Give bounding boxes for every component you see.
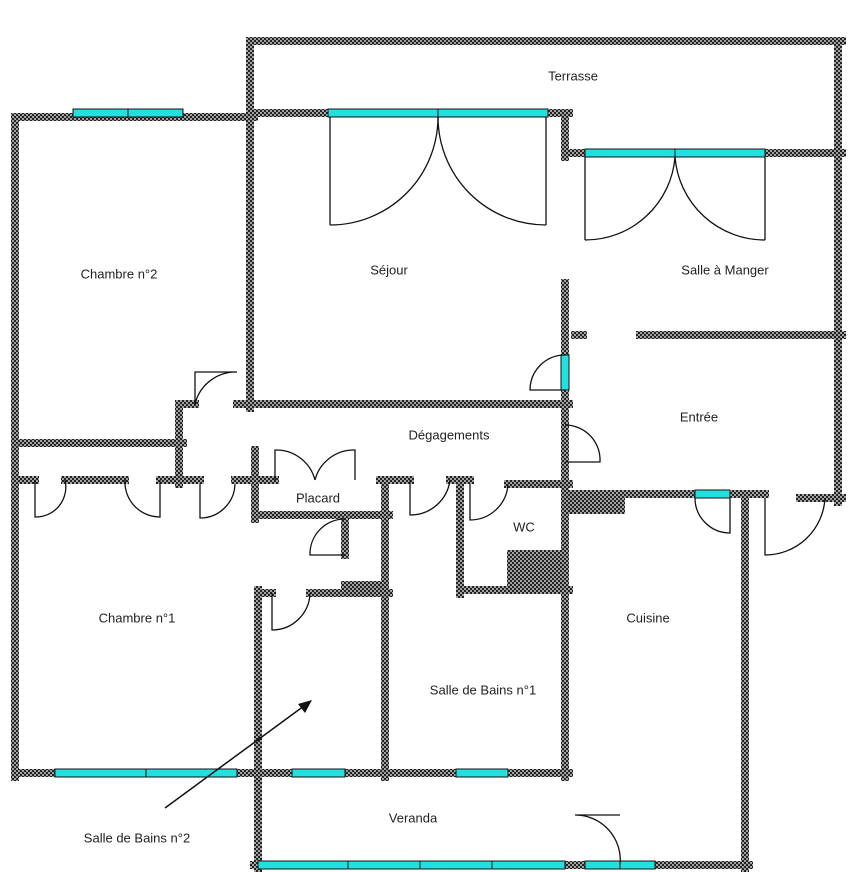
door-swing: [409, 479, 451, 516]
wall: [561, 331, 569, 504]
door-swing: [329, 116, 439, 226]
wall: [796, 494, 846, 502]
wall: [561, 109, 569, 161]
wall: [741, 490, 749, 872]
wall-block: [507, 550, 565, 590]
window: [437, 108, 549, 118]
door-swing: [694, 497, 731, 534]
door-swing: [314, 449, 356, 481]
door-swing: [584, 156, 676, 241]
window: [257, 860, 349, 870]
wall: [233, 400, 573, 408]
window: [491, 860, 566, 870]
wall: [571, 331, 587, 339]
window: [327, 108, 439, 118]
wall: [246, 37, 254, 412]
room-label-chambre-2: Chambre n°2: [80, 266, 158, 282]
pointer-arrow: [164, 700, 312, 809]
door-swing: [437, 116, 547, 226]
wall: [306, 589, 393, 597]
room-label-sejour: Séjour: [370, 262, 408, 278]
door-swing: [309, 518, 346, 556]
wall: [11, 439, 187, 447]
window: [127, 108, 184, 118]
room-label-cuisine: Cuisine: [626, 610, 670, 626]
wall: [561, 490, 769, 498]
window: [145, 768, 238, 778]
wall: [376, 476, 414, 484]
door-swing: [574, 814, 621, 866]
door-swing: [274, 449, 316, 481]
wall: [381, 476, 389, 781]
door-swing: [194, 371, 238, 519]
wall: [341, 515, 349, 559]
wall: [254, 586, 262, 872]
window: [291, 768, 346, 778]
window: [72, 108, 129, 118]
window: [584, 148, 676, 158]
room-label-placard: Placard: [295, 490, 341, 506]
wall: [175, 400, 199, 408]
door-swing: [271, 592, 311, 631]
wall: [561, 490, 569, 781]
window: [54, 768, 147, 778]
door-swing: [124, 479, 161, 518]
window: [694, 489, 731, 499]
wall: [251, 446, 259, 523]
wall: [561, 279, 569, 339]
wall: [251, 511, 393, 519]
wall: [341, 581, 389, 589]
window: [347, 860, 421, 870]
window: [560, 354, 570, 391]
wall-blocks: [507, 494, 625, 590]
wall: [61, 476, 129, 484]
room-label-salle-de-bains-1: Salle de Bains n°1: [429, 682, 537, 698]
window: [584, 860, 621, 870]
window: [674, 148, 766, 158]
wall: [246, 37, 846, 45]
door-swing: [529, 354, 566, 391]
room-label-salle-de-bains-2: Salle de Bains n°2: [83, 830, 191, 846]
room-label-salle-a-manger: Salle à Manger: [681, 262, 769, 278]
room-label-chambre-1: Chambre n°1: [98, 610, 176, 626]
wall: [834, 37, 842, 506]
door-swing: [564, 424, 601, 463]
room-label-wc: WC: [513, 519, 535, 535]
door-swing: [764, 497, 826, 556]
door-swing: [34, 479, 67, 518]
wall-block: [565, 494, 625, 514]
room-label-terrasse: Terrasse: [548, 68, 598, 84]
wall: [636, 331, 846, 339]
window: [419, 860, 493, 870]
windows: [54, 108, 766, 870]
room-label-entree: Entrée: [679, 409, 719, 425]
wall: [156, 476, 204, 484]
window: [455, 768, 509, 778]
doors: [34, 116, 826, 866]
door-swing: [674, 156, 766, 241]
door-swing: [469, 483, 509, 521]
room-label-degagements: Dégagements: [408, 427, 490, 443]
wall: [11, 476, 39, 484]
room-label-veranda: Veranda: [388, 810, 438, 826]
wall: [254, 589, 276, 597]
wall: [456, 480, 464, 598]
window: [619, 860, 656, 870]
wall: [504, 480, 573, 488]
